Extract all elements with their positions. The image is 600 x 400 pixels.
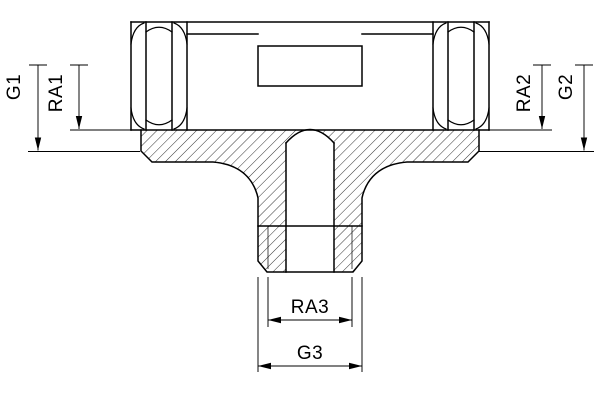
fitting-top-body (130, 21, 490, 131)
fitting-section (140, 128, 480, 273)
ra2-label: RA2 (514, 74, 535, 112)
dimension-g2: G2 (479, 64, 594, 152)
ra1-label: RA1 (46, 74, 67, 112)
dimension-g3: G3 (257, 277, 363, 372)
g1-label: G1 (4, 74, 25, 100)
g3-extension-lines (257, 277, 363, 372)
dimension-ra3: RA3 (267, 277, 353, 327)
dimension-g1: G1 (4, 64, 140, 152)
junction-rectangle (257, 45, 363, 87)
dimensions: G1 RA1 RA2 G2 RA3 G3 (4, 64, 594, 372)
bore-dome-arc (284, 128, 336, 145)
section-hatching (141, 129, 479, 272)
body-outline-lines (130, 21, 490, 131)
g3-label: G3 (297, 343, 323, 364)
bore-wall-lines (285, 142, 335, 273)
thread-minor-lines (267, 226, 353, 269)
hex-nut-chamfer-arcs (130, 22, 490, 130)
dimension-ra1: RA1 (46, 64, 131, 131)
dimension-ra2: RA2 (489, 64, 552, 131)
section-outline-path (140, 129, 480, 273)
g2-label: G2 (556, 74, 577, 100)
ra3-label: RA3 (291, 297, 329, 318)
hex-nut-facet-lines (130, 21, 490, 131)
